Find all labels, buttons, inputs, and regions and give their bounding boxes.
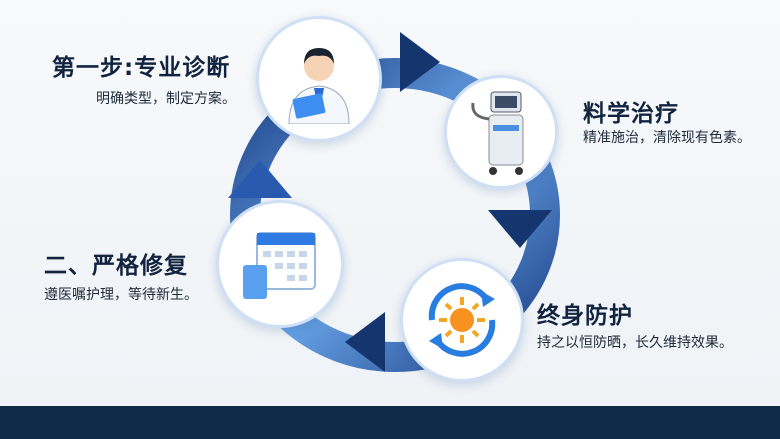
step-1-title: 第一步:专业诊断	[52, 55, 231, 81]
laser-machine-icon	[471, 91, 524, 175]
arrow-up	[228, 160, 292, 198]
step-1-node	[256, 16, 382, 142]
arrow-down	[488, 210, 552, 248]
step-2-node	[444, 75, 558, 189]
calendar-icon	[243, 232, 316, 299]
sun-cycle-icon	[428, 283, 496, 357]
step-3-desc: 持之以恒防晒，长久维持效果。	[537, 335, 733, 351]
step-4-node	[216, 200, 344, 328]
footer-bar	[0, 406, 780, 439]
step-2-title: 料学治疗	[583, 101, 679, 127]
arrow-right	[400, 32, 440, 92]
step-3-node	[400, 258, 524, 382]
step-3-title: 终身防护	[537, 303, 633, 329]
step-4-desc: 遵医嘱护理，等待新生。	[44, 287, 198, 303]
step-4-title: 二、严格修复	[44, 253, 188, 279]
arrow-left	[345, 312, 385, 372]
doctor-icon	[288, 48, 350, 124]
step-2-desc: 精准施治，清除现有色素。	[583, 130, 751, 146]
step-1-desc: 明确类型，制定方案。	[96, 91, 236, 107]
